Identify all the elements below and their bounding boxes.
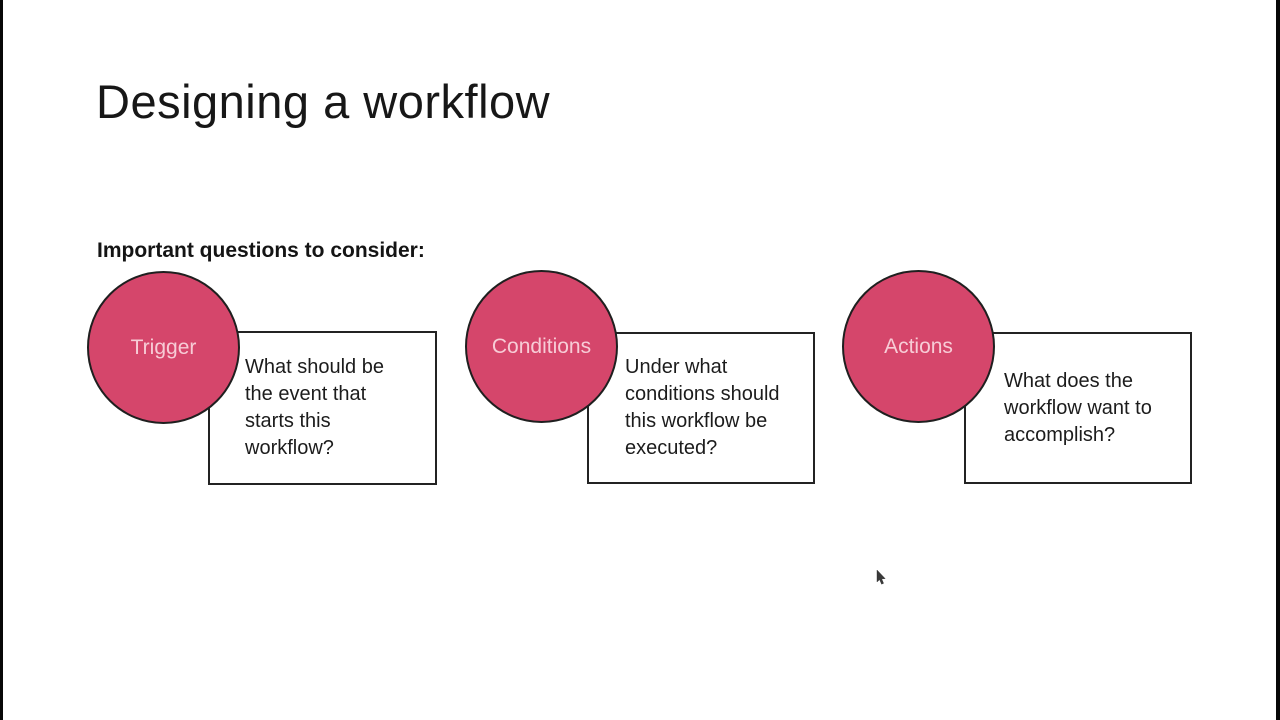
question-box-actions: What does the workflow want to accomplis… <box>964 332 1192 484</box>
question-text: What should be the event that starts thi… <box>245 356 384 459</box>
circle-trigger: Trigger <box>87 271 240 424</box>
circle-conditions: Conditions <box>465 270 618 423</box>
question-box-conditions: Under what conditions should this workfl… <box>587 332 815 484</box>
circle-label: Actions <box>884 334 953 358</box>
question-text: Under what conditions should this workfl… <box>625 356 780 459</box>
circle-actions: Actions <box>842 270 995 423</box>
circle-label: Conditions <box>491 334 592 358</box>
question-text: What does the workflow want to accomplis… <box>1004 369 1152 446</box>
slide-subtitle: Important questions to consider: <box>97 239 425 262</box>
circle-label: Trigger <box>130 335 197 359</box>
pillarbox-right-bar <box>1276 0 1280 720</box>
question-box-trigger: What should be the event that starts thi… <box>208 331 437 485</box>
pillarbox-left-bar <box>0 0 3 720</box>
mouse-cursor-icon <box>876 570 886 585</box>
slide-title: Designing a workflow <box>96 75 551 128</box>
